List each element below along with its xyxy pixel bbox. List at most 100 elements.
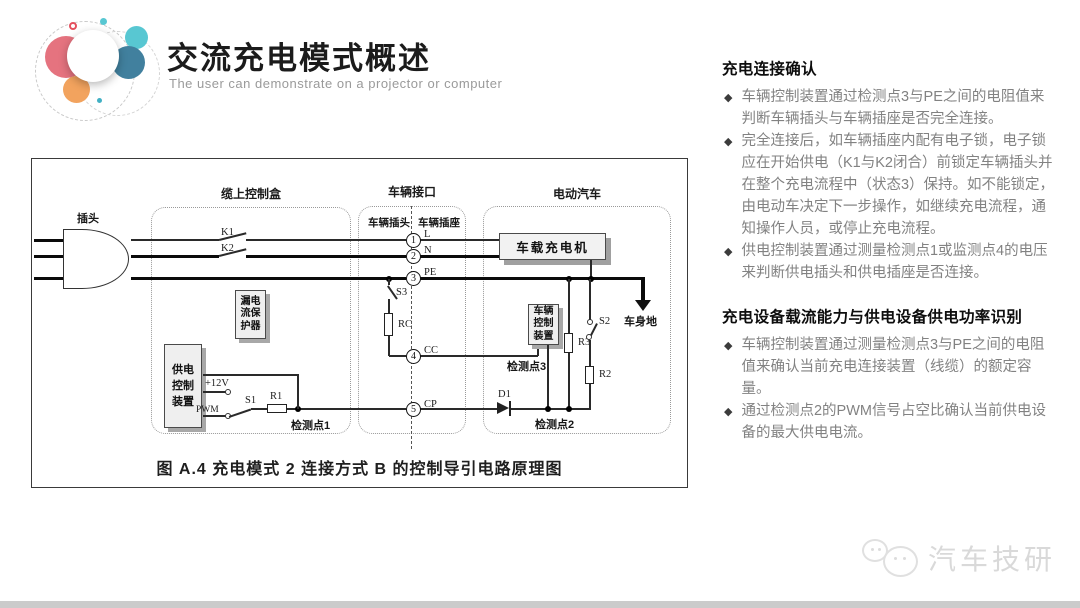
wire-cc-branch <box>388 299 390 313</box>
page-title: 交流充电模式概述 <box>167 41 431 76</box>
watermark: 汽车技研 <box>862 534 1056 582</box>
wire-CP <box>420 408 497 410</box>
panel-section-capacity-identify: 充电设备载流能力与供电设备供电功率识别 ◆ 车辆控制装置通过测量检测点3与PE之… <box>722 305 1056 444</box>
switch-S3-label: S3 <box>396 287 408 298</box>
wire-CP <box>287 408 406 410</box>
figure-caption: 图 A.4 充电模式 2 连接方式 B 的控制导引电路原理图 <box>156 461 563 478</box>
wire-pwm <box>203 415 228 417</box>
wire-sense <box>203 374 298 376</box>
wire-CP <box>251 408 267 410</box>
plug-label: 插头 <box>77 213 99 225</box>
circuit-diagram: 缆上控制盒 车辆接口 电动汽车 车辆插头 车辆插座 车身地 K1 K2 插头 <box>31 158 688 488</box>
brand-logo <box>30 6 165 121</box>
supply-control-device-label: 供电 <box>172 364 194 376</box>
list-item: ◆ 车辆控制装置通过测量检测点3与PE之间的电阻值来确认当前充电连接装置（线缆）… <box>722 334 1056 400</box>
terminal-12v-label: +12V <box>205 378 230 389</box>
leakage-protector-label: 护器 <box>240 320 261 332</box>
wechat-bubbles-icon <box>862 534 922 582</box>
cord-line <box>34 239 63 242</box>
list-item: ◆ 通过检测点2的PWM信号占空比确认当前供电设备的最大供电电流。 <box>722 400 1056 444</box>
list-item-text: 通过检测点2的PWM信号占空比确认当前供电设备的最大供电电流。 <box>741 403 1046 441</box>
contact-node-number: 1 <box>411 235 416 246</box>
vehicle-socket-label: 车辆插座 <box>418 217 460 229</box>
diamond-bullet-icon: ◆ <box>724 246 733 258</box>
vehicle-plug-label: 车辆插头 <box>368 217 410 229</box>
contact-node-5: 5 <box>406 402 421 417</box>
leakage-protector: 漏电 流保 护器 <box>235 290 266 339</box>
pin-label-L: L <box>424 229 431 240</box>
section-heading: 充电设备载流能力与供电设备供电功率识别 <box>722 309 1023 326</box>
contact-node-4: 4 <box>406 349 421 364</box>
group-label-electric-vehicle: 电动汽车 <box>552 187 601 201</box>
group-electric-vehicle <box>483 206 671 434</box>
group-label-cable-control-box: 缆上控制盒 <box>220 187 281 201</box>
list-item: ◆ 车辆控制装置通过检测点3与PE之间的电阻值来判断车辆插头与车辆插座是否完全连… <box>722 86 1056 130</box>
interface-centerline <box>411 206 412 449</box>
wire-s2-branch <box>589 384 591 410</box>
terminal-12v <box>225 389 231 395</box>
resistor-RC-label: RC <box>398 319 413 330</box>
group-vehicle-interface <box>358 206 466 434</box>
supply-control-device-label: 装置 <box>172 396 194 408</box>
wire-s2-branch <box>589 279 591 320</box>
diode-D1 <box>509 401 511 416</box>
pin-label-CC: CC <box>424 345 439 356</box>
switch-S2-contact <box>587 319 593 325</box>
contact-node-number: 4 <box>411 351 416 362</box>
info-panel: 充电连接确认 ◆ 车辆控制装置通过检测点3与PE之间的电阻值来判断车辆插头与车辆… <box>722 57 1056 444</box>
wire-N <box>246 255 406 258</box>
wire-sense <box>297 374 299 409</box>
ground-arrow-icon <box>635 300 651 311</box>
contact-node-1: 1 <box>406 233 421 248</box>
terminal-pwm-label: PWM <box>196 405 219 415</box>
contact-node-number: 2 <box>411 251 416 262</box>
wire-CC <box>389 355 406 357</box>
diamond-bullet-icon: ◆ <box>724 92 733 104</box>
logo-dot-teal <box>100 18 107 25</box>
junction-dot <box>295 406 301 412</box>
resistor-R3 <box>564 333 573 353</box>
contact-node-2: 2 <box>406 249 421 264</box>
detection-point-2-label: 检测点2 <box>535 419 575 431</box>
switch-S1-label: S1 <box>245 395 257 406</box>
junction-dot <box>566 406 572 412</box>
contact-node-number: 5 <box>411 404 416 415</box>
wire-charger-ground <box>590 260 592 279</box>
wire-cc-branch <box>388 336 390 356</box>
logo-circle-teal-light <box>125 26 148 49</box>
wire-N <box>420 255 499 258</box>
wire-CC <box>537 344 539 356</box>
switch-S2-contact <box>586 334 592 340</box>
leakage-protector-label: 漏电 <box>240 295 261 307</box>
page-subtitle: The user can demonstrate on a projector … <box>169 76 503 91</box>
wire-PE <box>420 277 644 280</box>
wire-r3-branch <box>568 279 570 333</box>
wire-ground <box>641 277 645 301</box>
diamond-bullet-icon: ◆ <box>724 136 733 148</box>
group-label-vehicle-interface: 车辆接口 <box>387 185 436 199</box>
list-item-text: 完全连接后，如车辆插座内配有电子锁，电子锁应在开始供电（K1与K2闭合）前锁定车… <box>741 133 1055 237</box>
wire-vcu-cp <box>547 345 549 409</box>
resistor-R1-label: R1 <box>270 391 283 402</box>
switch-S2-label: S2 <box>599 316 611 327</box>
list-item-text: 车辆控制装置通过测量检测点3与PE之间的电阻值来确认当前充电连接装置（线缆）的额… <box>741 337 1045 397</box>
wire-CP <box>511 408 591 410</box>
panel-section-connection-confirm: 充电连接确认 ◆ 车辆控制装置通过检测点3与PE之间的电阻值来判断车辆插头与车辆… <box>722 57 1056 284</box>
resistor-RC <box>384 313 393 336</box>
wire-PE <box>131 277 406 280</box>
group-cable-control-box <box>151 207 351 434</box>
logo-dot-teal <box>97 98 102 103</box>
leakage-protector-label: 流保 <box>240 308 261 320</box>
cord-line <box>34 255 63 258</box>
diamond-bullet-icon: ◆ <box>724 406 733 418</box>
onboard-charger-label: 车载充电机 <box>516 241 589 255</box>
wire-12v <box>203 391 227 393</box>
wire-L <box>131 239 219 241</box>
wire-r3-branch <box>568 353 570 409</box>
cord-line <box>34 277 63 280</box>
switch-K1-label: K1 <box>221 227 234 238</box>
wire-N <box>131 255 219 258</box>
pin-label-N: N <box>424 245 432 256</box>
wire-cc-branch <box>388 279 390 285</box>
